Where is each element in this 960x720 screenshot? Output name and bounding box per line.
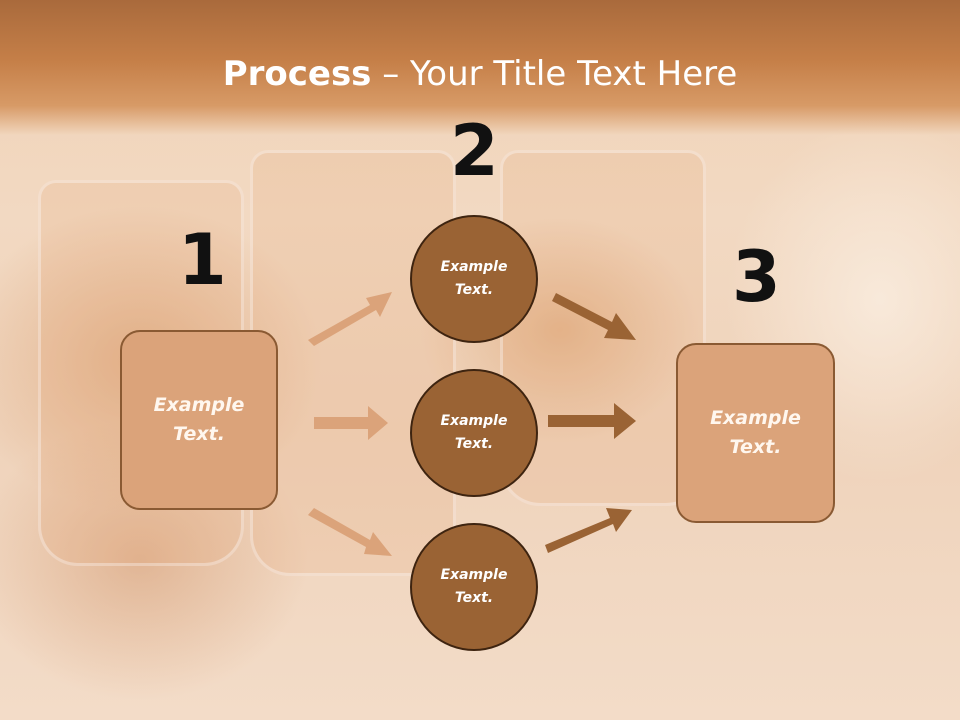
title-bold: Process (222, 54, 372, 94)
slide-title[interactable]: Process – Your Title Text Here (0, 52, 960, 96)
circle-top-line1: Example (440, 259, 508, 275)
step-number-3: 3 (732, 236, 781, 318)
arrow-top-to-right (552, 293, 636, 340)
left-box[interactable]: Example Text. (120, 330, 278, 510)
right-box[interactable]: Example Text. (676, 343, 835, 523)
background-glass-middle (250, 150, 456, 576)
right-box-line2: Text. (729, 436, 782, 458)
left-box-line1: Example (153, 394, 245, 416)
circle-bottom-line1: Example (440, 567, 508, 583)
step-number-2: 2 (450, 110, 499, 192)
circle-bottom-line2: Text. (454, 590, 494, 606)
right-box-line1: Example (710, 407, 801, 429)
circle-top-line2: Text. (454, 282, 494, 298)
title-banner (0, 0, 960, 135)
title-rest: – Your Title Text Here (371, 54, 738, 94)
circle-top[interactable]: Example Text. (410, 215, 538, 343)
circle-middle-line2: Text. (454, 436, 494, 452)
circle-middle[interactable]: Example Text. (410, 369, 538, 497)
circle-middle-line1: Example (440, 413, 508, 429)
arrow-left-to-top (308, 292, 392, 346)
arrow-left-to-middle (314, 406, 388, 440)
left-arrows (308, 292, 392, 556)
arrow-bottom-to-right (545, 508, 632, 553)
arrow-middle-to-right (548, 403, 636, 439)
left-box-line2: Text. (173, 423, 225, 445)
step-number-1: 1 (178, 219, 227, 301)
circle-bottom[interactable]: Example Text. (410, 523, 538, 651)
right-arrows (545, 293, 636, 553)
arrow-left-to-bottom (308, 508, 392, 556)
